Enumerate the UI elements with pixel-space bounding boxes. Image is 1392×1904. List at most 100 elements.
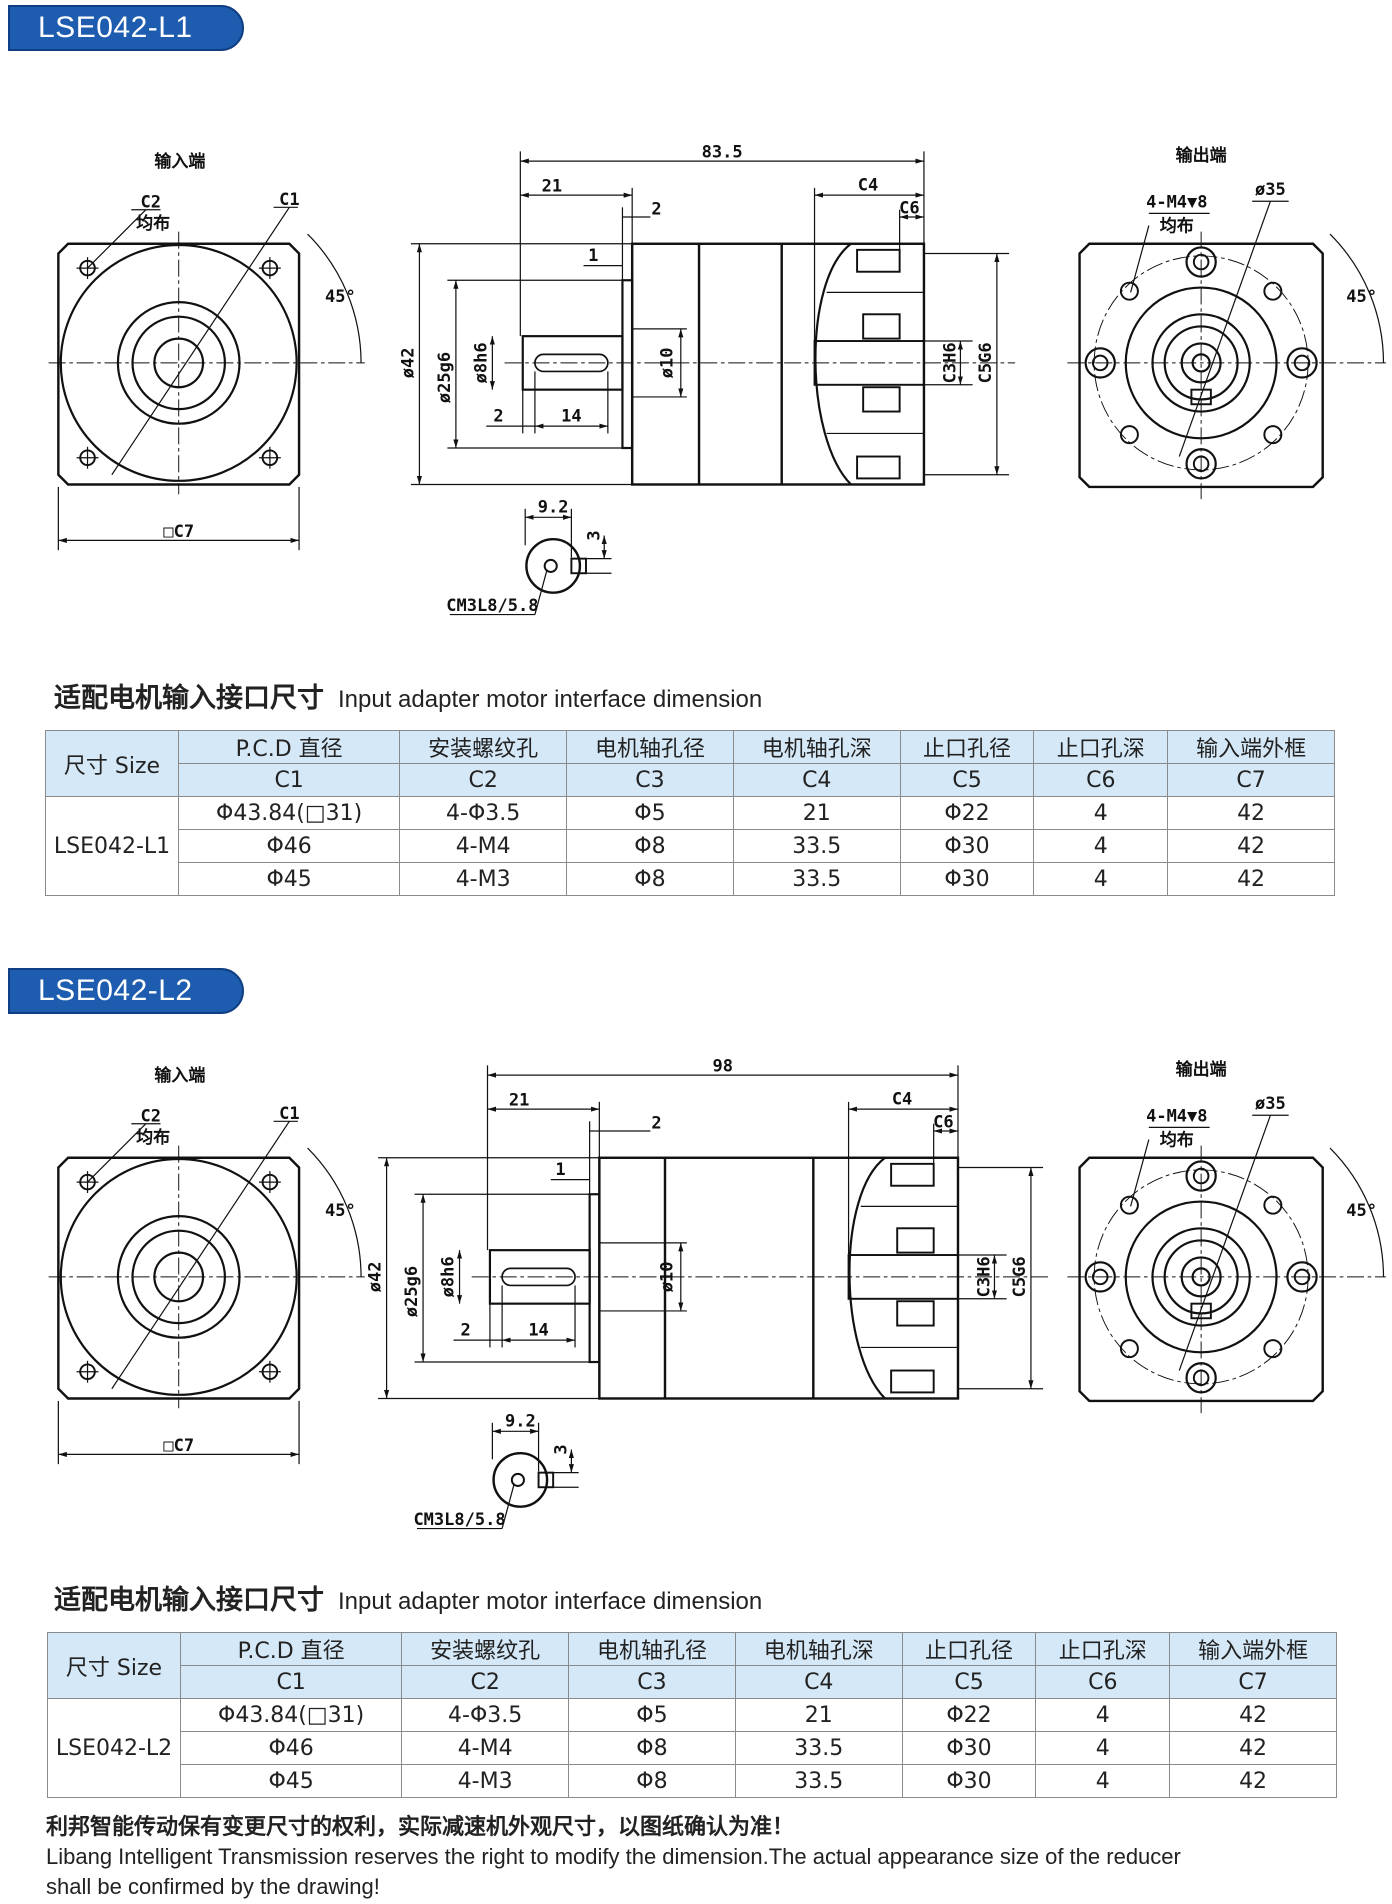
table-cell: 4-M4 bbox=[399, 829, 568, 863]
angle-arc bbox=[307, 1147, 362, 1277]
dimension-label: C4 bbox=[892, 1089, 913, 1109]
model-cell: LSE042-L1 bbox=[45, 796, 179, 896]
mounting-hole-icon bbox=[1263, 1195, 1283, 1215]
column-header-cn: 电机轴孔深 bbox=[732, 730, 901, 764]
angle-arc bbox=[307, 233, 362, 363]
drawing-line bbox=[1130, 225, 1150, 293]
threaded-hole-icon bbox=[1084, 1261, 1116, 1293]
table-cell: 42 bbox=[1167, 829, 1335, 863]
table-cell: Φ30 bbox=[899, 829, 1035, 863]
dimension-label: 4-M4▼8 bbox=[1146, 1106, 1207, 1126]
table-cell: 42 bbox=[1169, 1764, 1337, 1798]
dimension-label: 2 bbox=[460, 1320, 470, 1340]
center-hole bbox=[543, 558, 558, 573]
dimension-label: 45° bbox=[1346, 287, 1377, 307]
table-cell: 33.5 bbox=[734, 1731, 903, 1765]
drawing-line bbox=[1130, 1139, 1150, 1207]
table-cell: 4 bbox=[1035, 1764, 1171, 1798]
table-cell: 4-M4 bbox=[401, 1731, 570, 1765]
model-badge: LSE042-L2 bbox=[8, 968, 244, 1014]
mounting-hole-icon bbox=[1119, 425, 1139, 445]
dimension-label: C2 bbox=[140, 192, 161, 212]
dimension-label: 2 bbox=[651, 200, 661, 220]
column-header-code: C6 bbox=[1033, 763, 1169, 797]
table-cell: Φ46 bbox=[177, 829, 401, 863]
column-header-cn: 输入端外框 bbox=[1167, 730, 1335, 764]
dimension-label: 1 bbox=[588, 246, 598, 266]
dimension-label: C1 bbox=[279, 190, 300, 210]
dimension-label: C1 bbox=[279, 1104, 300, 1124]
table-cell: Φ8 bbox=[568, 1731, 736, 1765]
angle-arc bbox=[1329, 233, 1385, 363]
table-cell: Φ43.84(□31) bbox=[179, 1698, 403, 1732]
dimension-label: 4-M4▼8 bbox=[1146, 192, 1207, 212]
dimension-label: ø42 bbox=[398, 348, 418, 379]
table-title-en: Input adapter motor interface dimension bbox=[338, 686, 763, 713]
dimension-label: 均布 bbox=[136, 213, 170, 234]
column-header-cn: 输入端外框 bbox=[1169, 1632, 1337, 1666]
column-header-cn: 电机轴孔深 bbox=[734, 1632, 903, 1666]
dimension-label: 14 bbox=[528, 1320, 549, 1340]
column-header-code: C5 bbox=[899, 763, 1035, 797]
drawing-line bbox=[1178, 201, 1272, 457]
table-title-cn: 适配电机输入接口尺寸 bbox=[54, 683, 324, 714]
shaft-section bbox=[492, 1451, 549, 1508]
table-cell: 21 bbox=[734, 1698, 903, 1732]
dimension-label: 14 bbox=[561, 406, 582, 426]
column-header-cn: 止口孔深 bbox=[1033, 730, 1169, 764]
column-header-cn: P.C.D 直径 bbox=[177, 730, 401, 764]
table-cell: Φ46 bbox=[179, 1731, 403, 1765]
dimension-label: C3H6 bbox=[941, 342, 961, 383]
key-section bbox=[570, 557, 587, 575]
disclaimer-cn: 利邦智能传动保有变更尺寸的权利，实际减速机外观尺寸，以图纸确认为准！ bbox=[46, 1814, 795, 1839]
threaded-hole-icon bbox=[1084, 347, 1116, 379]
dimension-label: 均布 bbox=[136, 1127, 170, 1148]
dimension-label: 45° bbox=[325, 1201, 356, 1221]
table-cell: 42 bbox=[1167, 796, 1335, 830]
dimension-label: CM3L8/5.8 bbox=[413, 1510, 505, 1530]
drawing-line bbox=[1178, 1115, 1272, 1371]
table-cell: Φ45 bbox=[179, 1764, 403, 1798]
table-cell: 4 bbox=[1033, 862, 1169, 896]
dimension-label: C6 bbox=[899, 198, 920, 218]
column-header-code: C1 bbox=[179, 1665, 403, 1699]
table-cell: 4 bbox=[1033, 829, 1169, 863]
drawing-line bbox=[534, 569, 548, 615]
disclaimer: 利邦智能传动保有变更尺寸的权利，实际减速机外观尺寸，以图纸确认为准！ Liban… bbox=[46, 1812, 1181, 1902]
table-cell: Φ8 bbox=[566, 862, 734, 896]
gearbox-body bbox=[598, 1156, 960, 1400]
model-cell: LSE042-L2 bbox=[47, 1698, 181, 1798]
table-cell: Φ22 bbox=[899, 796, 1035, 830]
column-header-cn: 电机轴孔径 bbox=[566, 730, 734, 764]
column-header-cn: 安装螺纹孔 bbox=[399, 730, 568, 764]
coupling-section bbox=[862, 313, 901, 340]
size-header: 尺寸 Size bbox=[45, 730, 179, 797]
mounting-hole-icon bbox=[1119, 281, 1139, 301]
table-cell: 42 bbox=[1167, 862, 1335, 896]
dimension-label: 2 bbox=[493, 406, 503, 426]
dimension-label: C2 bbox=[140, 1106, 161, 1126]
dimension-label: CM3L8/5.8 bbox=[446, 596, 538, 616]
dimension-label: ø8h6 bbox=[438, 1256, 458, 1297]
drawing-line bbox=[111, 206, 290, 476]
housing-outline bbox=[57, 242, 301, 486]
mounting-hole-icon bbox=[1263, 281, 1283, 301]
table-title-en: Input adapter motor interface dimension bbox=[338, 1588, 763, 1615]
bearing-section bbox=[890, 1369, 935, 1394]
mounting-hole-icon bbox=[1119, 1339, 1139, 1359]
table-cell: 4-M3 bbox=[401, 1764, 570, 1798]
table-cell: Φ5 bbox=[566, 796, 734, 830]
dimension-label: □C7 bbox=[163, 522, 194, 542]
mounting-hole-icon bbox=[1119, 1195, 1139, 1215]
column-header-code: C7 bbox=[1167, 763, 1335, 797]
mounting-hole-icon bbox=[1263, 425, 1283, 445]
bearing-section bbox=[890, 1162, 935, 1187]
table-title: 适配电机输入接口尺寸 Input adapter motor interface … bbox=[54, 676, 762, 715]
table-cell: Φ8 bbox=[568, 1764, 736, 1798]
cutaway-outline bbox=[814, 242, 852, 486]
